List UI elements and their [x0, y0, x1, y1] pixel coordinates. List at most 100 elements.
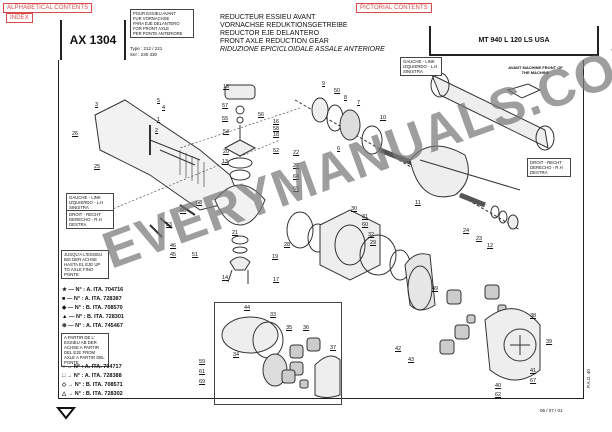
callout-17: 17 [273, 277, 280, 283]
callout-28: 28 [284, 242, 291, 248]
callout-34: 34 [233, 352, 240, 358]
callout-33: 33 [270, 312, 277, 318]
alphabetical-contents-link[interactable]: ALPHABETICAL CONTENTS [3, 3, 93, 13]
up-to-ref-2: ■ — N° : A. ITA. 728387 [62, 296, 122, 302]
title-it: RIDUZIONE EPICICLOIDALE ASSALE ANTERIORE [220, 46, 385, 53]
callout-65: 65 [293, 186, 300, 192]
ser-label: Ser : 230 330 [130, 52, 158, 57]
from-ref-1: ○ → N° : A. ITA. 704717 [62, 364, 122, 370]
callout-40: 40 [495, 383, 502, 389]
callout-16: 16 [273, 119, 280, 125]
callout-57: 57 [222, 103, 229, 109]
callout-37: 37 [330, 345, 337, 351]
callout-54: 54 [223, 129, 230, 135]
callout-9: 9 [322, 81, 326, 87]
callout-44: 44 [244, 305, 251, 311]
applies-de: FUR VORNACHSE [133, 16, 170, 21]
up-to-ref-4: ▲ — N° : B. ITA. 728301 [62, 314, 124, 320]
applies-to-box: POUR ESSIEU AVANT FUR VORNACHSE PARA EJE… [130, 9, 194, 38]
inset-left-side-box: GAUCHE - LINK IZQUIERDO - L.H SINISTRA [400, 57, 442, 76]
type-box: Type : 212 / 221 Ser : 230 330 [130, 46, 162, 58]
up-to-ref-3: ◆ — N° : B. ITA. 708570 [62, 305, 123, 311]
callout-15: 15 [223, 84, 230, 90]
callout-29: 29 [370, 240, 377, 246]
callout-8: 8 [344, 95, 348, 101]
title-fr: REDUCTEUR ESSIEU AVANT [220, 14, 316, 21]
callout-31: 31 [362, 214, 369, 220]
callout-55: 55 [222, 116, 229, 122]
type-label: Type : 212 / 221 [130, 46, 163, 51]
from-axle-box: A PARTIR DE L' ESSIEU AB DER ACHSE A PAR… [61, 333, 109, 367]
from-ref-4: △ → N° : B. ITA. 728302 [62, 391, 123, 397]
applies-es: PARA EJE DELANTERO [133, 21, 180, 26]
print-date: 06 / 07 / 01 [540, 408, 563, 413]
callout-14: 14 [222, 275, 229, 281]
callout-59: 59 [199, 359, 206, 365]
callout-50: 50 [334, 88, 341, 94]
callout-1: 1 [157, 117, 161, 123]
callout-62: 62 [495, 392, 502, 398]
callout-32: 32 [368, 232, 375, 238]
applies-fr: POUR ESSIEU AVANT [133, 11, 176, 16]
inset-right-side-box: DROIT - RECHT DERECHO - R.H DESTRA [527, 158, 571, 177]
up-to-axle-box: JUSQU'A L'ESSIEU BIS DER ACHSE HASTA EL … [61, 250, 109, 279]
from-ref-3: ◇ → N° : B. ITA. 708571 [62, 382, 123, 388]
callout-3: 3 [95, 102, 99, 108]
callout-38: 38 [530, 313, 537, 319]
up-to-ref-5: ⊛ — N° : A. ITA. 745467 [62, 323, 123, 329]
callout-56: 56 [258, 112, 265, 118]
callout-68: 68 [196, 200, 203, 206]
title-de: VORNACHSE REDUKTIONSGETREIBE [220, 22, 348, 29]
page-code: AX 1304 [60, 20, 126, 60]
callout-67: 67 [530, 378, 537, 384]
up-to-ref-1: ★ — N° : A. ITA. 704716 [62, 287, 124, 293]
callout-64: 64 [293, 174, 300, 180]
callout-53: 53 [166, 222, 173, 228]
callout-43: 43 [408, 357, 415, 363]
from-ref-2: □ → N° : A. ITA. 728388 [62, 373, 122, 379]
callout-30: 30 [351, 206, 358, 212]
diagram-frame [58, 60, 584, 399]
callout-35: 35 [286, 325, 293, 331]
index-link[interactable]: INDEX [6, 13, 33, 23]
callout-2: 2 [155, 128, 159, 134]
applies-it: PER PONTE ANTERIORE [133, 31, 183, 36]
callout-11: 11 [415, 200, 421, 206]
callout-10: 10 [380, 115, 387, 121]
callout-13: 13 [222, 159, 229, 165]
right-side-box: DROIT - RECHT DERECHO - R.H DESTRA [66, 210, 114, 229]
callout-49: 49 [432, 286, 439, 292]
page-titles: REDUCTEUR ESSIEU AVANT VORNACHSE REDUKTI… [220, 14, 385, 54]
callout-22: 22 [293, 150, 300, 156]
callout-36: 36 [303, 325, 310, 331]
callout-21: 21 [232, 230, 239, 236]
pictorial-contents-link[interactable]: PICTORIAL CONTENTS [356, 3, 432, 13]
callout-4: 4 [162, 105, 166, 111]
callout-6: 6 [337, 146, 341, 152]
callout-66: 66 [180, 208, 187, 214]
machine-model: MT 940 L 120 LS USA [429, 26, 599, 56]
callout-69: 69 [199, 379, 206, 385]
callout-26: 26 [72, 131, 79, 137]
callout-46: 46 [170, 243, 177, 249]
callout-60: 60 [362, 222, 369, 228]
front-of-machine-label: AVANT MACHINE FRONT OF THE MACHINE [508, 65, 563, 75]
applies-en: FOR FRONT AXLE [133, 26, 169, 31]
callout-39: 39 [546, 339, 553, 345]
callout-5: 5 [157, 98, 161, 104]
title-es: REDUCTOR EJE DELANTERO [220, 30, 320, 37]
callout-61: 61 [199, 369, 206, 375]
callout-52: 52 [273, 148, 280, 154]
callout-42: 42 [395, 346, 402, 352]
callout-18: 18 [273, 132, 280, 138]
callout-41: 41 [530, 368, 537, 374]
callout-25: 25 [94, 164, 101, 170]
callout-24: 24 [463, 228, 470, 234]
callout-51: 51 [192, 252, 199, 258]
callout-45: 45 [170, 252, 177, 258]
callout-27: 27 [293, 163, 300, 169]
callout-58: 58 [273, 126, 280, 132]
pao-code: P.A.O. 40 [586, 369, 591, 388]
callout-23: 23 [476, 236, 483, 242]
